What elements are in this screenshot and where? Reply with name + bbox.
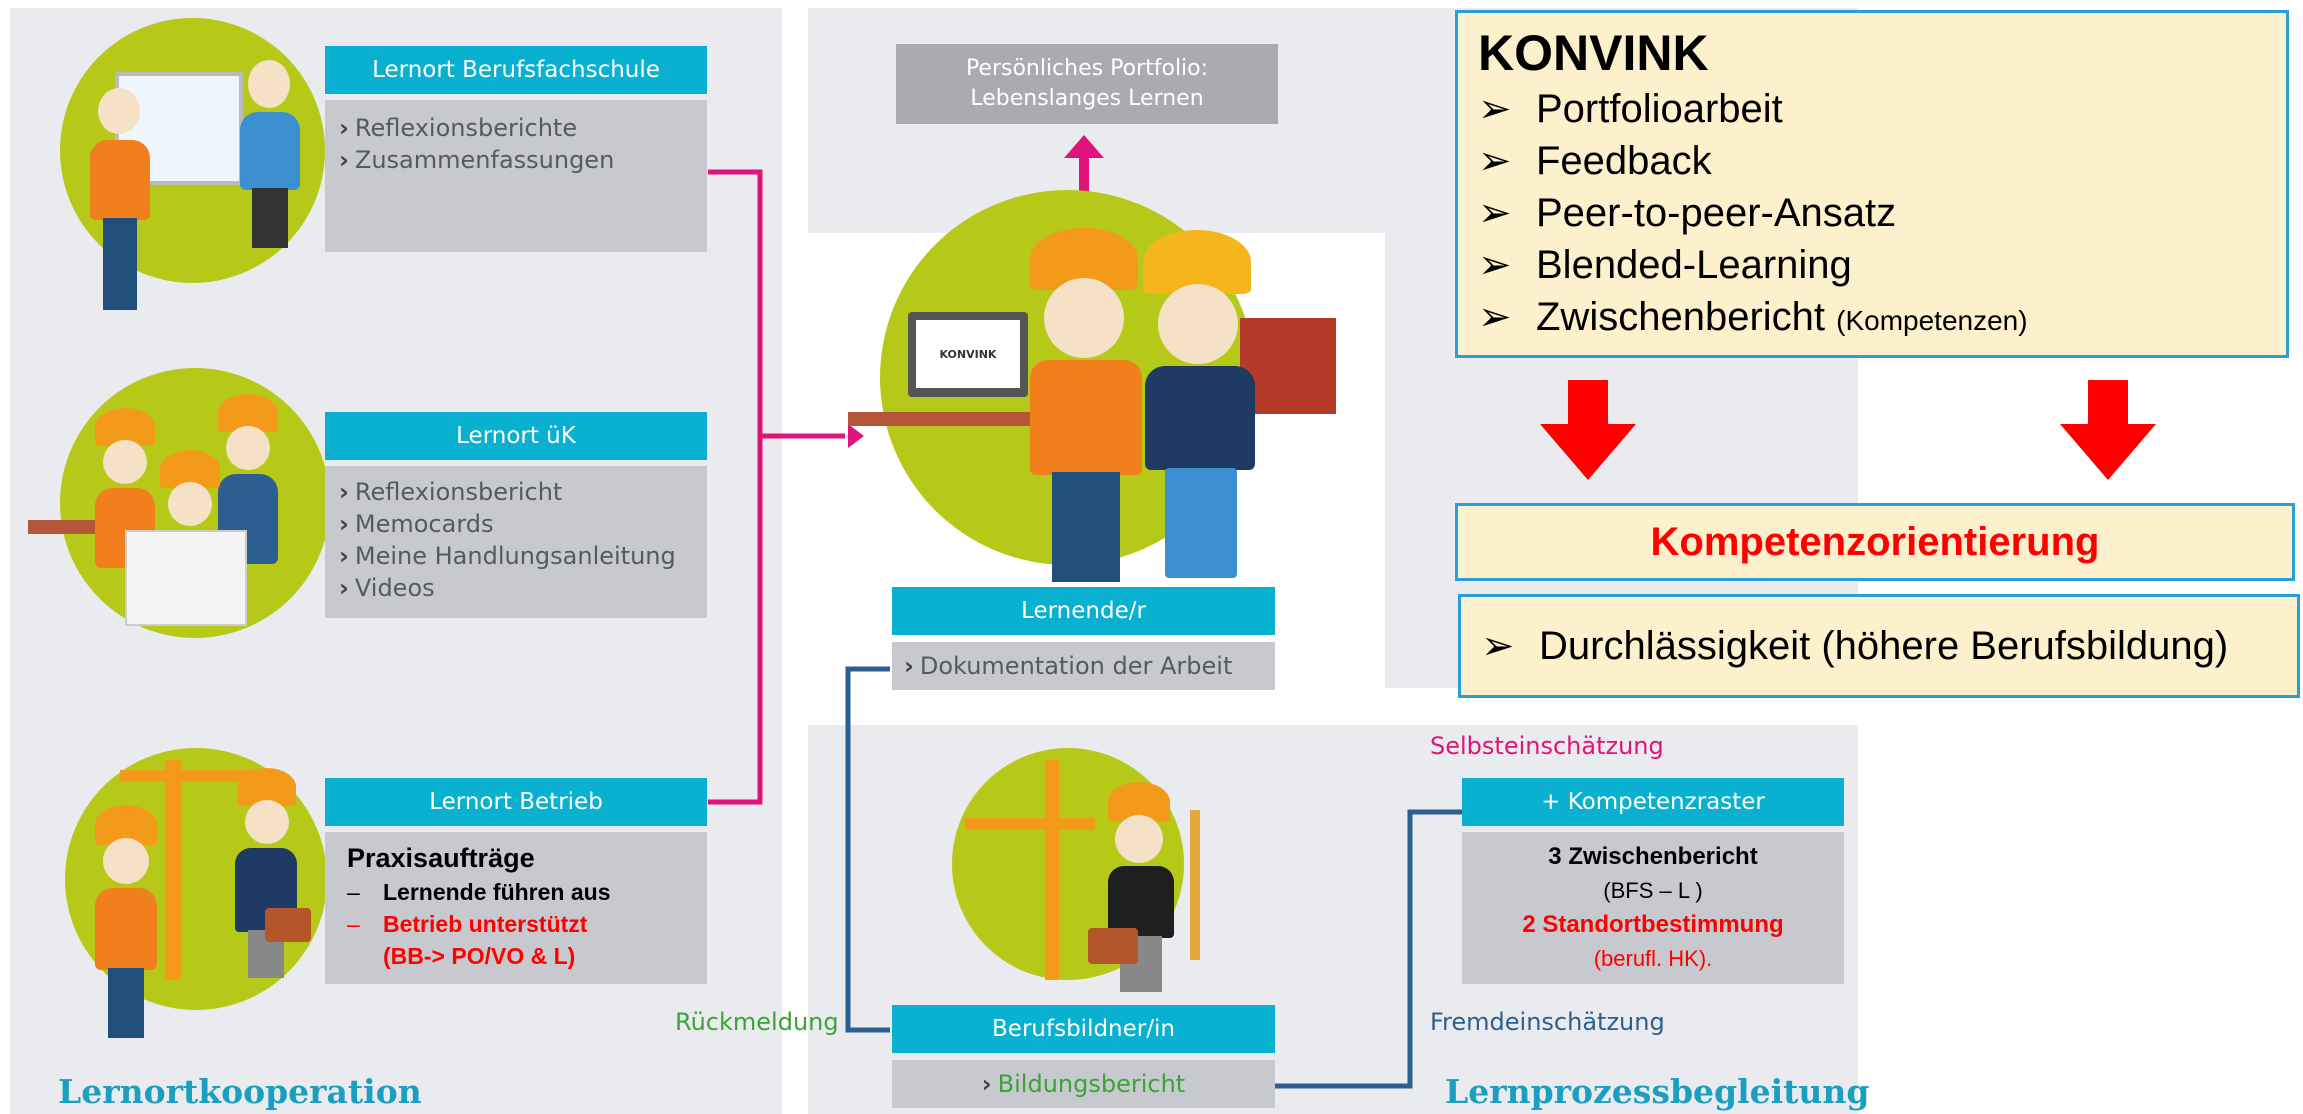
portfolio-arrow-shaft	[1079, 150, 1089, 210]
portfolio-line-1: Persönliches Portfolio:	[965, 56, 1209, 81]
betrieb-title: Lernort Betrieb	[325, 778, 707, 826]
lernende1-body	[1030, 360, 1142, 475]
crane2-arm-graphic	[965, 818, 1095, 830]
lernende-item: Dokumentation der Arbeit	[904, 650, 1232, 682]
lernende1-face	[1044, 278, 1124, 358]
konvink-item: ➢Blended-Learning	[1478, 243, 1852, 287]
lernprozessbegleitung-title: Lernprozessbegleitung	[1445, 1072, 1870, 1111]
fremdeinschaetzung-label: Fremdeinschätzung	[1430, 1008, 1665, 1036]
bb-item: Bildungsbericht	[982, 1068, 1186, 1100]
laptop-screen: KONVINK	[916, 320, 1020, 388]
durchlaessigkeit-item: ➢Durchlässigkeit (höhere Berufsbildung)	[1481, 624, 2229, 668]
bb-item-box: Bildungsbericht	[892, 1060, 1275, 1108]
trainer-helmet	[238, 768, 296, 806]
kompetenzraster-title: + Kompetenzraster	[1462, 778, 1844, 826]
brick-wall-graphic	[1240, 318, 1336, 414]
betrieb-details: Praxisaufträge –Lernende führen aus –Bet…	[325, 832, 707, 984]
uek-title: Lernort üK	[325, 412, 707, 460]
konvink-item: ➢Peer-to-peer-Ansatz	[1478, 191, 1897, 235]
blue-connector-right	[1275, 809, 1462, 1089]
konvink-item: ➢Portfolioarbeit	[1478, 87, 1783, 131]
bb-title: Berufsbildner/in	[892, 1005, 1275, 1053]
betrieb-heading: Praxisaufträge	[347, 843, 535, 873]
worker4-face	[103, 838, 149, 884]
berufsfachschule-title: Lernort Berufsfachschule	[325, 46, 707, 94]
uek-items: Reflexionsbericht Memocards Meine Handlu…	[325, 466, 707, 618]
konvink-title: KONVINK	[1478, 25, 1709, 81]
worker2-face	[226, 426, 270, 470]
berufsfachschule-items: Reflexionsberichte Zusammenfassungen	[325, 100, 707, 252]
list-item: Meine Handlungsanleitung	[339, 540, 693, 572]
teacher-face	[98, 88, 140, 134]
briefcase-icon	[265, 908, 311, 942]
crane-graphic	[165, 760, 181, 980]
konvink-item: ➢Zwischenbericht (Kompetenzen)	[1478, 295, 2028, 339]
map-graphic	[125, 530, 247, 626]
worker4-body	[95, 888, 157, 970]
ruler-graphic	[1190, 810, 1200, 960]
bb-face	[1115, 815, 1163, 863]
magenta-arrowhead	[848, 424, 864, 448]
portfolio-arrowhead	[1064, 135, 1104, 158]
trainer-face	[245, 800, 289, 844]
lernende2-face	[1158, 284, 1238, 364]
teacher-legs	[103, 218, 137, 310]
lernende2-body	[1145, 366, 1255, 470]
lernende2-helmet	[1143, 230, 1251, 294]
lernende-title: Lernende/r	[892, 587, 1275, 635]
durchlaessigkeit-box: ➢Durchlässigkeit (höhere Berufsbildung)	[1458, 594, 2300, 698]
lernende1-legs	[1052, 472, 1120, 582]
kr-line-4: (berufl. HK).	[1593, 946, 1713, 971]
worker1-helmet	[95, 408, 155, 446]
selbsteinschaetzung-label: Selbsteinschätzung	[1430, 732, 1664, 760]
teacher-body	[90, 140, 150, 220]
kompetenzorientierung-box: Kompetenzorientierung	[1455, 503, 2295, 581]
bb-body	[1108, 866, 1174, 938]
portfolio-box: Persönliches Portfolio: Lebenslanges Ler…	[896, 44, 1278, 124]
list-item: Reflexionsberichte	[339, 112, 693, 144]
lernende2-legs	[1165, 468, 1237, 578]
konvink-box: KONVINK ➢Portfolioarbeit ➢Feedback ➢Peer…	[1455, 10, 2289, 358]
list-item: Zusammenfassungen	[339, 144, 693, 176]
kompetenzraster-box: 3 Zwischenbericht (BFS – L ) 2 Standortb…	[1462, 832, 1844, 984]
student-face	[248, 60, 290, 108]
kr-line-2: (BFS – L )	[1603, 878, 1703, 903]
blue-connector-left	[845, 666, 890, 1033]
lernortkooperation-title: Lernortkooperation	[58, 1072, 422, 1111]
betrieb-line-1: Lernende führen aus	[383, 879, 611, 905]
student-legs	[252, 188, 288, 248]
kompetenzorientierung-label: Kompetenzorientierung	[1650, 519, 2100, 564]
list-item: Reflexionsbericht	[339, 476, 693, 508]
magenta-connector	[708, 169, 845, 805]
worker4-legs	[108, 968, 144, 1038]
kr-line-3: 2 Standortbestimmung	[1522, 911, 1784, 938]
crane2-graphic	[1045, 760, 1059, 980]
betrieb-line-3: (BB-> PO/VO & L)	[383, 943, 576, 969]
briefcase2-icon	[1088, 928, 1138, 964]
portfolio-line-2: Lebenslanges Lernen	[970, 86, 1204, 111]
kr-line-1: 3 Zwischenbericht	[1548, 843, 1758, 870]
betrieb-line-2: Betrieb unterstützt	[383, 911, 588, 937]
list-item: Videos	[339, 572, 693, 604]
konvink-item: ➢Feedback	[1478, 139, 1712, 183]
red-arrow-left	[1540, 380, 1636, 480]
red-arrow-right	[2060, 380, 2156, 480]
lernende-item-box: Dokumentation der Arbeit	[892, 642, 1275, 690]
worker3-face	[168, 482, 212, 526]
worker2-helmet	[218, 394, 278, 432]
list-item: Memocards	[339, 508, 693, 540]
student-body	[240, 112, 300, 190]
rueckmeldung-label: Rückmeldung	[675, 1008, 839, 1036]
laptop-label: KONVINK	[939, 347, 997, 361]
worker3-helmet	[160, 450, 220, 488]
worker1-face	[103, 440, 147, 484]
